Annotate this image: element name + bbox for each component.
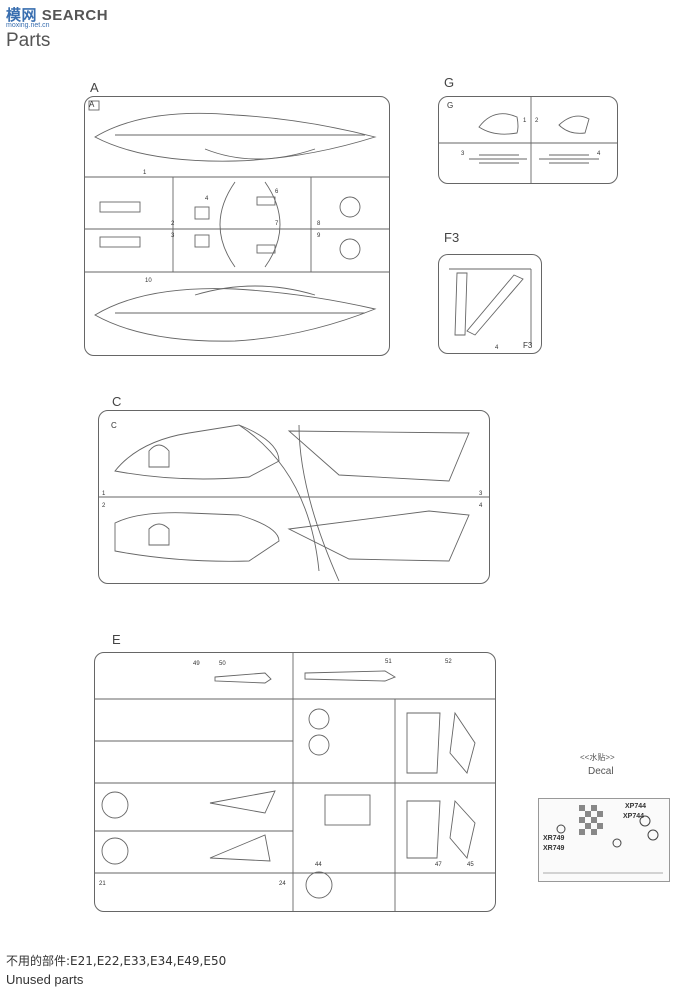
sprue-a-tag: A bbox=[89, 100, 95, 109]
sprue-e-drawing: 49 50 51 52 21 24 44 45 47 bbox=[95, 653, 495, 911]
svg-text:44: 44 bbox=[315, 862, 322, 868]
sprue-c-drawing: 1 2 3 4 bbox=[99, 424, 489, 582]
sprue-e: 49 50 51 52 21 24 44 45 47 bbox=[94, 652, 496, 912]
sprue-a: 1 2 3 4 6 7 8 9 10 A bbox=[84, 96, 390, 356]
decal-sheet: XP744 XP744 XR749 XR749 bbox=[538, 798, 670, 882]
svg-text:1: 1 bbox=[143, 170, 147, 176]
unused-parts-cn: 不用的部件:E21,E22,E33,E34,E49,E50 bbox=[6, 954, 227, 968]
svg-text:8: 8 bbox=[317, 221, 321, 227]
svg-text:2: 2 bbox=[171, 221, 175, 227]
svg-text:45: 45 bbox=[467, 862, 474, 868]
svg-text:21: 21 bbox=[99, 881, 106, 887]
page-title: Parts bbox=[6, 30, 51, 51]
sprue-f3-drawing: 4 bbox=[449, 268, 532, 351]
sprue-g-drawing: 1 2 3 4 bbox=[439, 97, 617, 183]
svg-text:50: 50 bbox=[219, 661, 226, 667]
decal-code-2: XP744 bbox=[623, 813, 645, 820]
svg-text:3: 3 bbox=[171, 233, 175, 239]
svg-text:24: 24 bbox=[279, 881, 286, 887]
svg-text:2: 2 bbox=[102, 503, 106, 509]
sprue-c: 1 2 3 4 C bbox=[98, 410, 490, 584]
sprue-c-label: C bbox=[112, 394, 122, 409]
svg-text:2: 2 bbox=[535, 118, 539, 124]
svg-text:49: 49 bbox=[193, 661, 200, 667]
svg-text:9: 9 bbox=[317, 233, 321, 239]
logo-url: moxing.net.cn bbox=[6, 22, 50, 29]
svg-text:6: 6 bbox=[275, 189, 279, 195]
sprue-g-tag: G bbox=[447, 101, 454, 110]
sprue-g: 1 2 3 4 G bbox=[438, 96, 618, 184]
sprue-e-label: E bbox=[112, 632, 121, 647]
sprue-c-tag: C bbox=[111, 421, 117, 430]
logo-cjk-1: 模 bbox=[6, 6, 22, 24]
svg-text:4: 4 bbox=[479, 503, 483, 509]
svg-text:4: 4 bbox=[597, 151, 601, 157]
decal-code-3: XR749 bbox=[543, 835, 565, 842]
decal-code-1: XP744 bbox=[625, 803, 647, 810]
sprue-a-label: A bbox=[90, 80, 99, 95]
svg-text:3: 3 bbox=[461, 151, 465, 157]
sprue-f3-label: F3 bbox=[444, 230, 460, 245]
svg-text:47: 47 bbox=[435, 862, 442, 868]
svg-text:3: 3 bbox=[479, 491, 483, 497]
svg-text:1: 1 bbox=[523, 118, 527, 124]
svg-text:4: 4 bbox=[495, 345, 499, 351]
decal-label-en: Decal bbox=[588, 766, 614, 777]
svg-text:7: 7 bbox=[275, 221, 279, 227]
unused-parts-en: Unused parts bbox=[6, 972, 84, 987]
svg-text:1: 1 bbox=[102, 491, 106, 497]
decal-label-cn: <<水贴>> bbox=[580, 753, 615, 762]
site-logo: 模网 SEARCH bbox=[6, 4, 108, 25]
decal-code-4: XR749 bbox=[543, 845, 565, 852]
sprue-g-label: G bbox=[444, 75, 455, 90]
svg-text:4: 4 bbox=[205, 196, 209, 202]
svg-text:51: 51 bbox=[385, 659, 392, 665]
decal-drawing bbox=[543, 805, 663, 874]
svg-text:52: 52 bbox=[445, 659, 452, 665]
logo-cjk-2: 网 bbox=[21, 6, 38, 24]
sprue-a-drawing: 1 2 3 4 6 7 8 9 10 bbox=[85, 100, 389, 342]
svg-text:10: 10 bbox=[145, 278, 152, 284]
sprue-f3: 4 F3 bbox=[438, 254, 542, 354]
sprue-f3-tag: F3 bbox=[523, 341, 533, 350]
logo-text: SEARCH bbox=[41, 7, 109, 24]
